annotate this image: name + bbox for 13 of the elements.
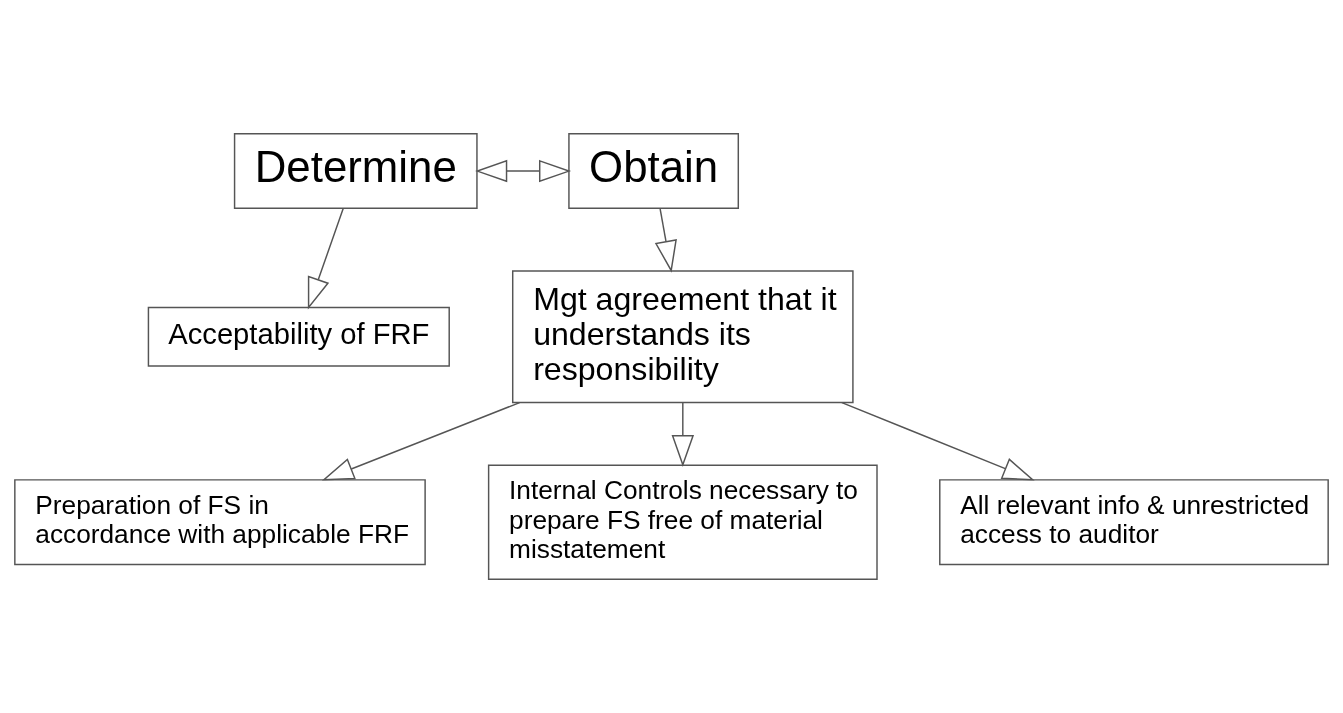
- node-box: Determine: [233, 133, 478, 210]
- arrow: [307, 207, 344, 310]
- node-box: All relevant info & unrestricted access to auditor: [939, 479, 1329, 566]
- node-box: Obtain: [568, 133, 740, 210]
- arrow: [321, 401, 521, 481]
- arrow: [475, 159, 572, 183]
- node-box: Internal Controls necessary to prepare FS free of material misstatement: [487, 464, 878, 580]
- node-box: Mgt agreement that it understands its responsibility: [512, 270, 854, 404]
- arrow: [654, 207, 677, 273]
- arrow: [841, 401, 1035, 481]
- arrow: [671, 401, 695, 468]
- node-box: Preparation of FS in accordance with applicable FRF: [14, 479, 426, 566]
- node-box: Acceptability of FRF: [147, 306, 450, 367]
